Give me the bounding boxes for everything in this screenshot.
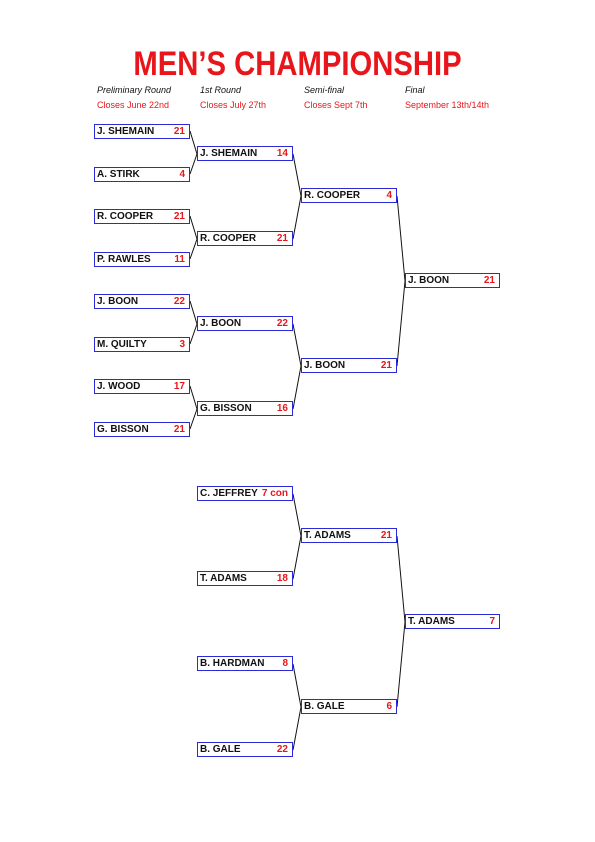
player-score: 17 [173,381,185,392]
round-name-preliminary: Preliminary Round [97,85,172,95]
match-entry: T. ADAMS 7 [405,614,500,629]
round-close-preliminary: Closes June 22nd [97,100,170,110]
player-name: T. ADAMS [408,616,455,627]
match-entry: R. COOPER 21 [197,231,293,246]
player-score: 6 [386,701,392,712]
player-score: 14 [276,148,288,159]
player-score: 4 [179,169,185,180]
match-entry: B. GALE 6 [301,699,397,714]
bracket-connector [396,195,406,367]
bracket-connector [189,300,198,345]
player-score: 11 [174,254,185,265]
match-entry: B. GALE 22 [197,742,293,757]
player-name: G. BISSON [97,424,149,435]
player-name: B. HARDMAN [200,658,265,669]
player-name: J. BOON [97,296,139,307]
round-name-first: 1st Round [200,85,242,95]
match-entry: P. RAWLES 11 [94,252,190,267]
player-score: 22 [173,296,185,307]
player-name: T. ADAMS [304,530,351,541]
match-entry: R. COOPER 21 [94,209,190,224]
player-name: J. BOON [200,318,242,329]
match-entry: A. STIRK 4 [94,167,190,182]
player-name: R. COOPER [97,211,154,222]
player-score: 22 [276,744,288,755]
player-name: C. JEFFREY [200,488,258,499]
player-score: 21 [483,275,495,286]
player-score: 21 [173,211,185,222]
player-name: J. BOON [304,360,346,371]
player-score: 7 [489,616,495,627]
player-name: M. QUILTY [97,339,147,350]
match-entry: J. BOON 22 [94,294,190,309]
bracket-connector [292,323,302,410]
player-name: T. ADAMS [200,573,247,584]
round-name-semi: Semi-final [304,85,345,95]
player-name: R. COOPER [304,190,361,201]
bracket-connector [292,663,302,751]
match-entry: R. COOPER 4 [301,188,397,203]
match-entry: C. JEFFREY 7 con [197,486,293,501]
match-entry: B. HARDMAN 8 [197,656,293,671]
bracket-connector [396,535,406,708]
player-name: B. GALE [200,744,241,755]
round-close-semi: Closes Sept 7th [304,100,368,110]
player-score: 7 con [261,488,288,499]
match-entry: G. BISSON 21 [94,422,190,437]
player-name: G. BISSON [200,403,252,414]
player-score: 4 [386,190,392,201]
player-score: 21 [276,233,288,244]
match-entry: J. SHEMAIN 21 [94,124,190,139]
round-close-first: Closes July 27th [200,100,267,110]
match-entry: J. BOON 22 [197,316,293,331]
player-score: 21 [380,530,392,541]
page-title: MEN’S CHAMPIONSHIP [133,45,462,83]
bracket-connector [189,385,198,430]
player-score: 21 [380,360,392,371]
player-score: 21 [173,424,185,435]
match-entry: J. WOOD 17 [94,379,190,394]
round-name-final: Final [405,85,425,95]
player-name: A. STIRK [97,169,140,180]
player-score: 22 [276,318,288,329]
player-name: J. WOOD [97,381,141,392]
player-score: 21 [173,126,185,137]
match-entry: T. ADAMS 21 [301,528,397,543]
match-entry: M. QUILTY 3 [94,337,190,352]
match-entry: J. BOON 21 [405,273,500,288]
bracket-connector [189,215,198,260]
player-score: 8 [282,658,288,669]
player-name: J. SHEMAIN [97,126,155,137]
match-entry: J. SHEMAIN 14 [197,146,293,161]
player-score: 16 [276,403,288,414]
player-name: J. BOON [408,275,450,286]
player-score: 18 [276,573,288,584]
bracket-connector [189,130,198,175]
match-entry: G. BISSON 16 [197,401,293,416]
bracket-connector [292,493,302,580]
match-entry: T. ADAMS 18 [197,571,293,586]
player-name: J. SHEMAIN [200,148,258,159]
bracket-connector [292,153,302,240]
player-name: B. GALE [304,701,345,712]
player-score: 3 [179,339,185,350]
player-name: P. RAWLES [97,254,151,265]
player-name: R. COOPER [200,233,257,244]
round-close-final: September 13th/14th [405,100,490,110]
match-entry: J. BOON 21 [301,358,397,373]
